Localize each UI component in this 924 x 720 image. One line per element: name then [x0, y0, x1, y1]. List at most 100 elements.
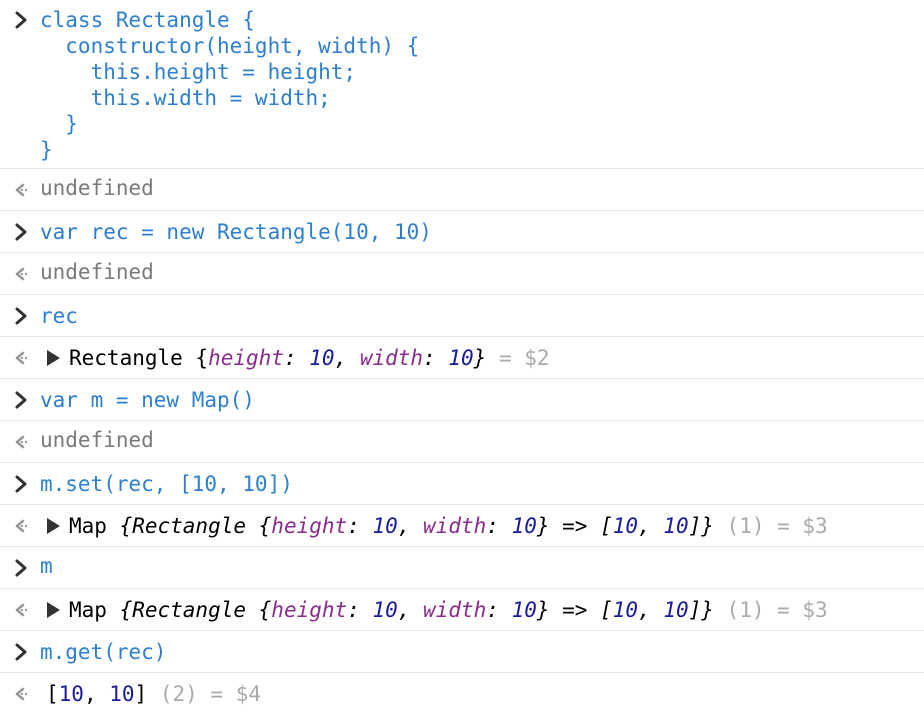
punctuation: , [397, 514, 424, 538]
result-reference: = $4 [197, 682, 261, 706]
property-key: height [208, 346, 284, 370]
punctuation: [ [46, 682, 59, 706]
console-output-entry: undefined [0, 253, 924, 295]
result-reference: = $3 [764, 514, 828, 538]
return-arrow-icon [15, 435, 28, 449]
output-value: undefined [40, 428, 154, 452]
property-value: 10 [372, 514, 398, 538]
punctuation: , [638, 514, 664, 538]
property-value: 10 [511, 598, 537, 622]
code-line: rec [40, 304, 78, 328]
property-value: 10 [511, 514, 537, 538]
entry-count: (1) [713, 514, 765, 538]
output-value: undefined [40, 176, 154, 200]
object-preview[interactable]: Rectangle {height: 10, width: 10} = $2 [69, 345, 550, 371]
punctuation: : [347, 514, 373, 538]
object-preview[interactable]: Map {Rectangle {height: 10, width: 10} =… [69, 597, 828, 623]
punctuation: : [423, 346, 449, 370]
chevron-right-icon [15, 475, 27, 493]
punctuation: } => [ [536, 598, 613, 622]
punctuation: ] [134, 682, 148, 706]
disclosure-triangle-icon[interactable] [47, 350, 60, 366]
chevron-right-icon [15, 391, 27, 409]
console-input-entry[interactable]: var rec = new Rectangle(10, 10) [0, 211, 924, 253]
array-value: 10 [58, 682, 84, 706]
entry-count: (2) [147, 682, 198, 706]
entry-count: (1) [713, 598, 765, 622]
console-input-entry[interactable]: class Rectangle { constructor(height, wi… [0, 0, 924, 169]
punctuation: : [283, 346, 310, 370]
array-value: 10 [663, 514, 689, 538]
property-key: width [359, 346, 424, 370]
console-input-entry[interactable]: m [0, 547, 924, 589]
array-value: 10 [612, 598, 639, 622]
punctuation: , [334, 346, 360, 370]
code-line: constructor(height, width) { [40, 34, 420, 58]
disclosure-triangle-icon[interactable] [47, 518, 60, 534]
chevron-right-icon [15, 307, 27, 325]
code-line: var rec = new Rectangle(10, 10) [40, 220, 432, 244]
punctuation: } [473, 346, 487, 370]
property-key: width [423, 514, 487, 538]
array-preview[interactable]: [10, 10] (2) = $4 [46, 681, 261, 707]
punctuation: } => [ [536, 514, 613, 538]
property-key: height [271, 598, 348, 622]
console-output-entry: Map {Rectangle {height: 10, width: 10} =… [0, 589, 924, 631]
punctuation: : [486, 514, 512, 538]
code-line: m [40, 554, 53, 578]
console-input-entry[interactable]: m.set(rec, [10, 10]) [0, 463, 924, 505]
punctuation: : [486, 598, 512, 622]
array-value: 10 [612, 514, 639, 538]
punctuation: {Rectangle { [119, 598, 272, 622]
punctuation: ]} [688, 598, 714, 622]
object-class-name: Map [69, 514, 120, 538]
property-key: height [271, 514, 348, 538]
punctuation: : [347, 598, 373, 622]
object-class-name: Rectangle { [69, 346, 209, 370]
object-preview[interactable]: Map {Rectangle {height: 10, width: 10} =… [69, 513, 828, 539]
punctuation: {Rectangle { [119, 514, 272, 538]
code-line: this.height = height; [40, 60, 357, 84]
console-input-entry[interactable]: rec [0, 295, 924, 337]
property-key: width [423, 598, 487, 622]
code-line: } [40, 112, 78, 136]
result-reference: = $3 [764, 598, 828, 622]
code-line: this.width = width; [40, 86, 331, 110]
return-arrow-icon [15, 519, 28, 533]
property-value: 10 [448, 346, 474, 370]
punctuation: , [83, 682, 110, 706]
chevron-right-icon [15, 223, 27, 241]
code-line: m.set(rec, [10, 10]) [40, 472, 293, 496]
console-input-entry[interactable]: m.get(rec) [0, 631, 924, 673]
console-output-entry: Rectangle {height: 10, width: 10} = $2 [0, 337, 924, 379]
array-value: 10 [109, 682, 135, 706]
code-line: m.get(rec) [40, 640, 167, 664]
property-value: 10 [309, 346, 335, 370]
chevron-right-icon [15, 643, 27, 661]
code-line: } [40, 138, 53, 162]
punctuation: ]} [688, 514, 714, 538]
console-input-entry[interactable]: var m = new Map() [0, 379, 924, 421]
punctuation: , [638, 598, 664, 622]
console-output-entry: undefined [0, 169, 924, 211]
code-line: class Rectangle { [40, 8, 255, 32]
array-value: 10 [663, 598, 689, 622]
object-class-name: Map [69, 598, 120, 622]
result-reference: = $2 [486, 346, 550, 370]
punctuation: , [397, 598, 424, 622]
console-output-entry: Map {Rectangle {height: 10, width: 10} =… [0, 505, 924, 547]
code-line: var m = new Map() [40, 388, 255, 412]
output-value: undefined [40, 260, 154, 284]
chevron-right-icon [15, 11, 27, 29]
return-arrow-icon [15, 687, 28, 701]
return-arrow-icon [15, 351, 28, 365]
console-output-entry: undefined [0, 421, 924, 463]
chevron-right-icon [15, 559, 27, 577]
return-arrow-icon [15, 267, 28, 281]
return-arrow-icon [15, 183, 28, 197]
console-output-entry: [10, 10] (2) = $4 [0, 673, 924, 713]
return-arrow-icon [15, 603, 28, 617]
property-value: 10 [372, 598, 398, 622]
disclosure-triangle-icon[interactable] [47, 602, 60, 618]
